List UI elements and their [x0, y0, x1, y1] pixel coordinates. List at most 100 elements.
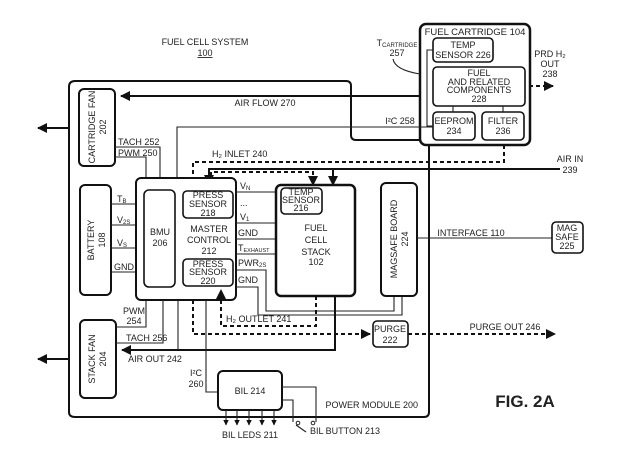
master-control-label: MASTER [190, 224, 228, 234]
h2-inlet-line [188, 145, 505, 191]
purge-out-label: PURGE OUT 246 [470, 322, 541, 332]
interface-label: INTERFACE 110 [437, 228, 504, 238]
mag-safe-box [551, 221, 584, 254]
i2c-258-label: I²C 258 [385, 116, 415, 126]
t-exhaust-label: TEXHAUST [238, 243, 270, 254]
battery-ref: 108 [97, 232, 107, 247]
prd-h2-out-label: PRD H₂ [534, 49, 566, 59]
v2s-label: V2S [117, 215, 130, 226]
stack-fan-box [79, 319, 117, 399]
fuel-components-line2: AND RELATED [448, 77, 511, 87]
power-module-label: POWER MODULE 200 [325, 400, 418, 410]
cartridge-internal-bus [426, 49, 433, 127]
air-in-ref: 239 [562, 165, 577, 175]
press-sensor-218-ref: 218 [200, 208, 215, 218]
fuel-components-box [432, 66, 526, 107]
vn-label: VN [240, 181, 250, 192]
magsafe-board-ref: 224 [400, 231, 410, 246]
eeprom-ref: 234 [446, 126, 461, 136]
temp-sensor-216-line2: SENSOR [282, 195, 321, 205]
filter-ref: 236 [495, 126, 510, 136]
press-sensor-218-box [182, 190, 234, 219]
i2c-260-label: I²C [190, 368, 202, 378]
ellipsis-label: ... [240, 198, 248, 208]
prd-h2-out-line2: OUT [541, 59, 561, 69]
stack-fan-label: STACK FAN [87, 334, 97, 383]
temp-sensor-216-ref: 216 [293, 203, 308, 213]
temp-sensor-216-label: TEMP [288, 187, 313, 197]
eeprom-label: EEPROM [434, 116, 473, 126]
cartridge-fan-label: CARTRIDGE FAN [87, 91, 97, 164]
prd-h2-out-ref: 238 [542, 69, 557, 79]
tb-label: TB [117, 194, 127, 205]
pwm-250-label: PWM 250 [118, 148, 158, 158]
tach-252-label: TACH 252 [118, 137, 159, 147]
pwm-250-wire [115, 156, 147, 178]
filter-label: FILTER [488, 116, 519, 126]
press-sensor-220-line2: SENSOR [189, 267, 228, 277]
press-sensor-220-box [182, 258, 234, 287]
system-title-ref: 100 [197, 48, 212, 58]
gnd-magsafe-label: GND [238, 275, 259, 285]
fuel-cell-stack-ref: 102 [308, 257, 323, 267]
bil-leds-arrows [223, 410, 277, 426]
i2c-260-wire [205, 300, 218, 393]
v1-label: V1 [240, 212, 250, 223]
bil-button-contact [295, 420, 301, 426]
bil-button-switch[interactable] [295, 424, 307, 433]
tach-256-wire [116, 300, 164, 344]
air-flow-label: AIR FLOW 270 [234, 98, 295, 108]
bmu-ref: 206 [152, 238, 167, 248]
pwm-254-wire [116, 300, 147, 328]
temp-sensor-226-label: TEMP [450, 40, 475, 50]
press-sensor-218-line2: SENSOR [189, 199, 228, 209]
fuel-components-line3: COMPONENTS [447, 85, 512, 95]
press-sensor-218-label: PRESS [193, 190, 224, 200]
mag-safe-label: MAG [557, 223, 578, 233]
figure-label: FIG. 2A [495, 392, 555, 411]
h2-outlet-label: H₂ OUTLET 241 [226, 314, 291, 324]
pwm-254-ref: 254 [126, 316, 141, 326]
bmu-label: BMU [150, 227, 170, 237]
t-cartridge-ref: 257 [389, 48, 404, 58]
magsafe-board-label: MAGSAFE BOARD [389, 199, 399, 278]
pwm-254-label: PWM [123, 306, 145, 316]
mag-safe-line2: SAFE [555, 232, 579, 242]
press-sensor-220-label: PRESS [193, 259, 224, 269]
purge-ref: 222 [382, 335, 397, 345]
battery-label: BATTERY [86, 220, 96, 261]
air-out-label: AIR OUT 242 [128, 354, 182, 364]
bmu-box [143, 189, 176, 288]
h2-outlet-line [216, 289, 317, 327]
gnd-batt-label: GND [114, 262, 135, 272]
gnd-stack-label: GND [238, 228, 259, 238]
press-sensor-220-ref: 220 [200, 276, 215, 286]
temp-sensor-216-box [280, 187, 323, 215]
tach-256-label: TACH 256 [126, 333, 167, 343]
system-title: FUEL CELL SYSTEM 100 [162, 37, 249, 58]
stack-fan-ref: 204 [98, 351, 108, 366]
bil-button-wire [282, 386, 317, 422]
master-control-line2: CONTROL [187, 235, 231, 245]
fuel-cell-stack-label: FUEL [304, 223, 327, 233]
fuel-components-line1: FUEL [467, 68, 490, 78]
pwr-2s-label: PWR2S [238, 258, 266, 269]
gnd-magsafe-wire [236, 286, 403, 316]
cartridge-fan-box [78, 88, 116, 167]
stack-signal-bus [236, 191, 292, 255]
bil-button-contact [310, 420, 316, 426]
purge-label: PURGE [374, 324, 406, 334]
fuel-cell-stack-line2: CELL [305, 235, 328, 245]
air-in-label: AIR IN [557, 154, 584, 164]
fuel-cell-stack-line3: STACK [301, 247, 330, 257]
bil-label: BIL 214 [235, 386, 266, 396]
mag-safe-ref: 225 [559, 241, 574, 251]
master-control-ref: 212 [201, 246, 216, 256]
air-out-arrow [121, 296, 336, 355]
pwr-2s-wire [236, 269, 395, 312]
bil-box [217, 370, 283, 411]
fuel-components-ref: 228 [471, 94, 486, 104]
battery-bus [111, 203, 144, 273]
tach-252-wire [115, 146, 161, 178]
